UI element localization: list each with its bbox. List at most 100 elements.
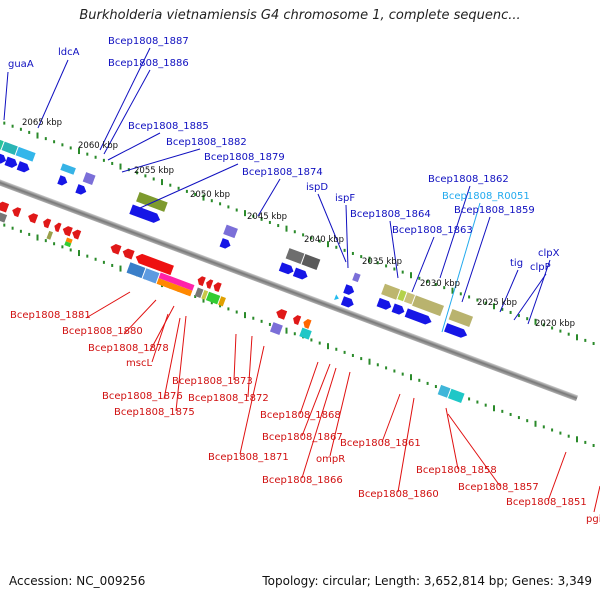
scale-dot — [476, 298, 479, 302]
scale-dot — [293, 332, 296, 336]
label-leader — [151, 313, 169, 363]
forward-gene — [376, 297, 392, 310]
scale-dot — [3, 121, 6, 125]
forward-genes — [0, 152, 468, 338]
cog-box — [15, 146, 36, 162]
reverse-gene — [54, 222, 62, 233]
scale-dot — [94, 257, 97, 261]
rna-gene — [334, 294, 339, 301]
scale-label: 2055 kbp — [134, 166, 174, 176]
reverse-gene-label: Bcep1808_1867 — [262, 432, 343, 443]
scale-dot — [351, 251, 354, 255]
label-leader — [381, 393, 401, 443]
scale-dot — [285, 327, 288, 334]
scale-label: 2035 kbp — [362, 257, 402, 267]
label-leader — [175, 315, 187, 412]
scale-dot — [310, 338, 313, 342]
label-leader — [461, 216, 491, 303]
forward-gene — [57, 175, 68, 186]
label-leader — [329, 371, 351, 457]
scale-dot — [61, 245, 64, 249]
scale-label: 2065 kbp — [22, 118, 62, 128]
scale-dot — [260, 217, 263, 221]
scale-dot — [202, 194, 205, 201]
scale-dot — [567, 332, 570, 336]
scale-dot — [551, 428, 554, 432]
scale-dot — [318, 341, 321, 345]
label-leader — [37, 59, 69, 129]
scale-dot — [385, 366, 388, 370]
cog-box — [0, 210, 8, 223]
cog-box — [285, 248, 305, 264]
reverse-gene — [135, 253, 174, 276]
scale-dot — [302, 233, 305, 237]
scale-dot — [53, 242, 56, 246]
cog-box — [201, 289, 209, 300]
scale-dot — [161, 179, 163, 186]
reverse-gene-label: pgi — [586, 514, 600, 525]
scale-dot — [102, 260, 105, 264]
scale-dot — [19, 229, 22, 233]
label-leader — [163, 317, 181, 400]
reverse-gene — [28, 213, 39, 224]
scale-dot — [393, 369, 396, 373]
scale-dot — [78, 250, 80, 257]
scale-dot — [376, 363, 379, 367]
scale-dot — [401, 270, 404, 274]
scale-dot — [119, 265, 122, 272]
reverse-gene-label: ompR — [316, 454, 345, 465]
cog-box — [46, 230, 54, 240]
scale-dot — [244, 210, 246, 217]
scale-dot — [534, 420, 537, 427]
label-leader — [527, 259, 551, 325]
forward-gene-label: Bcep1808_1874 — [242, 167, 323, 178]
forward-gene — [219, 238, 231, 249]
forward-gene-label: tig — [510, 258, 523, 269]
label-leader — [513, 273, 547, 321]
scale-dot — [509, 310, 512, 314]
cog-box — [412, 295, 445, 317]
cog-box — [60, 163, 76, 175]
scale-dot — [86, 254, 89, 258]
scale-dot — [69, 146, 72, 150]
scale-dot — [202, 296, 205, 303]
forward-gene — [16, 161, 30, 173]
forward-gene — [292, 267, 308, 280]
scale-dot — [102, 158, 105, 162]
reverse-gene-label: Bcep1808_1872 — [188, 393, 269, 404]
scale-dot — [194, 295, 197, 299]
scale-dot — [36, 132, 39, 139]
scale-dot — [576, 334, 578, 341]
forward-gene-label: Bcep1808_1885 — [128, 121, 209, 132]
label-leader — [107, 132, 161, 161]
forward-gene-label: guaA — [8, 59, 34, 70]
label-leader — [499, 269, 519, 313]
forward-gene-label: ldcA — [58, 47, 80, 58]
scale-dot — [343, 248, 346, 252]
label-leader — [397, 397, 415, 493]
scale-dot — [227, 307, 230, 311]
scale-dot — [393, 267, 396, 271]
scale-dot — [277, 224, 280, 228]
map-title: Burkholderia vietnamiensis G4 chromosome… — [79, 8, 521, 23]
scale-dot — [468, 397, 471, 401]
forward-gene-label: Bcep1808_1862 — [428, 174, 509, 185]
scale-dot — [592, 444, 595, 448]
cog-box — [126, 262, 146, 279]
label-leader — [301, 363, 331, 437]
label-leader — [139, 163, 239, 209]
scale-dot — [219, 202, 222, 206]
scale-dot — [443, 286, 446, 290]
forward-gene — [0, 152, 7, 164]
scale-dot — [11, 124, 14, 128]
cog-box — [194, 287, 204, 299]
scale-dot — [418, 378, 421, 382]
scale-dot — [526, 419, 529, 423]
scale-dot — [360, 357, 363, 361]
label-leader — [301, 367, 337, 479]
cog-box — [269, 322, 283, 336]
reverse-gene-label: Bcep1808_1880 — [62, 326, 143, 337]
scale-label: 2025 kbp — [477, 298, 517, 308]
cog-box — [0, 137, 4, 150]
reverse-gene — [43, 218, 52, 229]
